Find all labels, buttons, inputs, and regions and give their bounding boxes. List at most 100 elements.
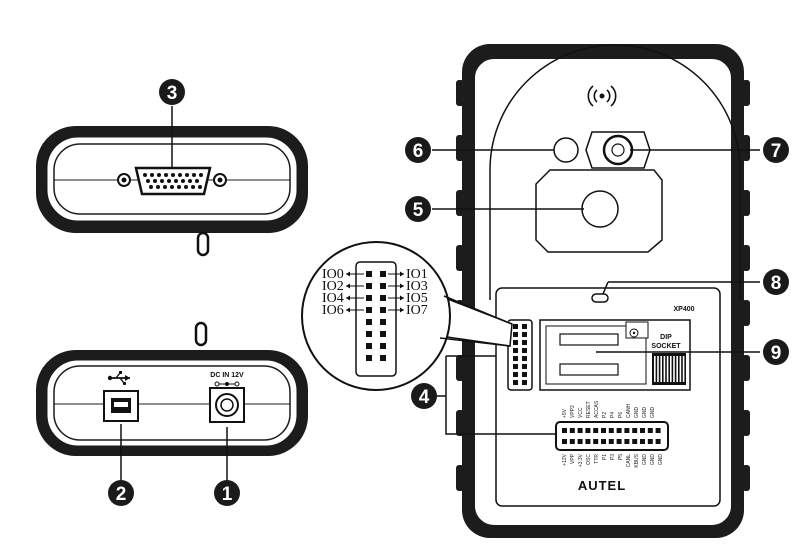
pin-label: GND xyxy=(634,407,640,419)
indicator-light xyxy=(553,137,579,163)
svg-text:7: 7 xyxy=(771,141,782,162)
transponder-slot xyxy=(585,131,651,169)
bubble-pin xyxy=(366,271,372,277)
device-top-view xyxy=(36,126,308,257)
callout-7: 7 xyxy=(763,137,789,163)
pin-label: KBUS xyxy=(634,453,640,467)
bubble-pin xyxy=(380,295,386,301)
pin-label: GND xyxy=(650,407,656,419)
bubble-pin xyxy=(380,343,386,349)
bubble-pin xyxy=(380,307,386,313)
io-pin-header xyxy=(507,319,533,391)
pin-label: RESET xyxy=(586,401,592,418)
pin-label: GND xyxy=(650,454,656,466)
arrow-icon xyxy=(346,283,350,289)
pin-label: TTR xyxy=(594,454,600,464)
callout-8: 8 xyxy=(763,269,789,295)
svg-text:4: 4 xyxy=(419,387,430,408)
bubble-pin xyxy=(366,355,372,361)
model-label: XP400 xyxy=(673,306,694,313)
pin-label: CANL xyxy=(626,454,632,468)
callout-4: 4 xyxy=(411,383,437,409)
pin-label: VPP xyxy=(570,453,576,464)
io-label-right: IO3 xyxy=(406,279,428,294)
dip-socket: DIP SOCKET xyxy=(539,319,691,391)
io-label-left: IO2 xyxy=(322,279,344,294)
bubble-pin xyxy=(366,295,372,301)
io-label-left: IO0 xyxy=(322,267,344,282)
wireless-icon xyxy=(587,85,617,107)
io-label-right: IO5 xyxy=(406,291,428,306)
pin-label: P2 xyxy=(602,412,608,418)
bubble-pin xyxy=(380,355,386,361)
bubble-pin xyxy=(366,319,372,325)
svg-text:2: 2 xyxy=(116,484,127,505)
device-bottom-view: DC IN 12V xyxy=(36,321,308,456)
arrow-icon xyxy=(400,283,404,289)
bubble-pin xyxy=(380,331,386,337)
db26-connector xyxy=(117,166,227,196)
pin-label: P5 xyxy=(618,454,624,460)
pin-label: +5V xyxy=(562,408,568,418)
arrow-icon xyxy=(346,307,350,313)
status-led xyxy=(591,293,609,303)
pin-label: GND xyxy=(642,454,648,466)
polarity-icon xyxy=(214,381,240,387)
bubble-pin xyxy=(380,271,386,277)
power-port-label: DC IN 12V xyxy=(210,372,244,379)
io-label-left: IO6 xyxy=(322,303,344,318)
callout-2: 2 xyxy=(108,480,134,506)
io-label-right: IO7 xyxy=(406,303,428,318)
pin-label: CANH xyxy=(626,403,632,418)
svg-text:6: 6 xyxy=(413,141,424,162)
bubble-pin xyxy=(366,307,372,313)
pin-label: +3.3V xyxy=(578,453,584,467)
io-label-right: IO1 xyxy=(406,267,428,282)
bubble-pin xyxy=(366,331,372,337)
callout-6: 6 xyxy=(405,137,431,163)
arrow-icon xyxy=(400,295,404,301)
svg-text:5: 5 xyxy=(413,200,424,221)
callout-3: 3 xyxy=(159,79,185,105)
pin-label: ACCAS xyxy=(594,400,600,418)
svg-text:8: 8 xyxy=(771,273,782,294)
bubble-pin xyxy=(366,343,372,349)
pin-label: P1 xyxy=(602,454,608,460)
pin-label: OSC xyxy=(586,454,592,465)
arrow-icon xyxy=(346,295,350,301)
pin-label: P6 xyxy=(618,412,624,418)
pin-label: P3 xyxy=(610,454,616,460)
svg-text:9: 9 xyxy=(771,343,782,364)
pin-label: +12V xyxy=(562,453,568,465)
arrow-icon xyxy=(400,271,404,277)
svg-text:3: 3 xyxy=(167,83,178,104)
power-port xyxy=(209,387,245,423)
io-label-left: IO4 xyxy=(322,291,344,306)
pin-label: VCC xyxy=(578,407,584,418)
usb-port xyxy=(103,390,139,422)
usb-icon xyxy=(107,371,130,386)
callout-9: 9 xyxy=(763,339,789,365)
arrow-icon xyxy=(400,307,404,313)
pin-label: GND xyxy=(658,454,664,466)
bubble-pin xyxy=(380,283,386,289)
dip-socket-label-2: SOCKET xyxy=(651,343,681,350)
callout-5: 5 xyxy=(405,196,431,222)
svg-text:1: 1 xyxy=(222,484,233,505)
bubble-pin xyxy=(380,319,386,325)
callout-1: 1 xyxy=(214,480,240,506)
arrow-icon xyxy=(346,271,350,277)
brand-logo: AUTEL xyxy=(578,478,626,493)
dip-socket-label-1: DIP xyxy=(660,334,672,341)
pin-label: VPP2 xyxy=(570,405,576,418)
pin-header-26 xyxy=(555,421,669,451)
key-slot xyxy=(535,169,663,253)
bubble-pin xyxy=(366,283,372,289)
pin-label: GND xyxy=(642,407,648,419)
pin-label: P4 xyxy=(610,412,616,418)
